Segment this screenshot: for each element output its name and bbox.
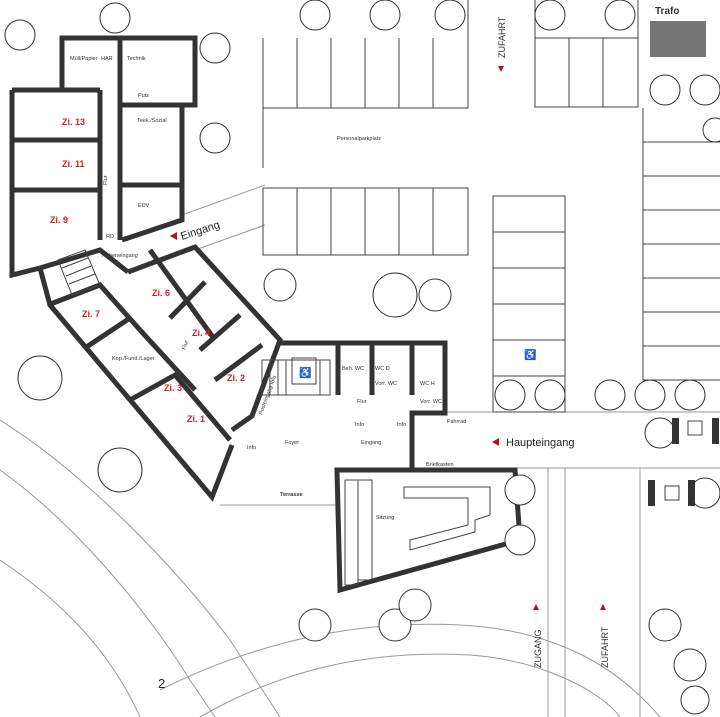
benches [648, 418, 719, 506]
eingang-label: Eingang [179, 219, 221, 243]
room-label-sitzung: Sitzung [376, 515, 394, 521]
room-label-putz: Putz [138, 93, 149, 99]
zugang-label: ZUGANG [533, 629, 543, 668]
room-label-rd: RD [106, 234, 114, 240]
room-label-foyer: Foyer [285, 440, 299, 446]
zufahrt-top-arrow [498, 66, 504, 72]
room-label-fahrrad: Fahrrad [447, 419, 466, 425]
room-label-edv: EDV [138, 203, 150, 209]
parking-personal [262, 0, 469, 256]
trafo-block [650, 21, 706, 57]
room-label-beh-wc: Beh. WC [342, 366, 364, 372]
room-label-nebeneingang: Nebeneingang [102, 253, 138, 259]
room-label-zi1: Zi. 1 [187, 414, 205, 424]
room-label-teek: Teek./Sozial [137, 118, 167, 124]
room-label-zi4: Zi. 4 [192, 328, 210, 338]
room-label-flur-wing: Flur [181, 340, 190, 351]
room-label-flur-west: Flur [103, 175, 109, 185]
room-label-flur-core: Flur [357, 399, 367, 405]
zufahrt-top-label: ZUFAHRT [497, 16, 507, 58]
room-label-vorr-wc2: Vorr. WC [420, 399, 442, 405]
haupteingang-label: Haupteingang [506, 437, 575, 449]
room-label-zi9: Zi. 9 [50, 215, 68, 225]
room-label-zi13: Zi. 13 [62, 117, 85, 127]
room-label-technik: Technik [127, 56, 146, 62]
stairs: ♿ [57, 249, 331, 396]
room-label-info2: Info [355, 422, 364, 428]
svg-text:♿: ♿ [524, 348, 536, 361]
room-label-zi11: Zi. 11 [62, 159, 85, 169]
section-marker: 2 [158, 676, 165, 691]
haupteingang-arrow [492, 438, 499, 446]
eingang-arrow [170, 232, 177, 240]
room-label-info1: Info [247, 445, 256, 451]
zugang-arrow [533, 604, 539, 610]
room-label-zi2: Zi. 2 [227, 373, 245, 383]
room-label-har: HAR [101, 56, 113, 62]
room-label-briefkasten: Briefkasten [426, 462, 454, 468]
parking-east: ♿ [492, 0, 720, 413]
trees [4, 0, 720, 715]
room-label-zi3: Zi. 3 [164, 383, 182, 393]
room-label-muell: Müll/Papier [70, 56, 98, 62]
trafo-label: Trafo [655, 6, 679, 17]
room-label-zi7: Zi. 7 [82, 309, 100, 319]
building-walls [9, 35, 523, 594]
meeting-tables [344, 479, 491, 586]
room-label-vorr-wc1: Vorr. WC [375, 381, 397, 387]
room-label-wc-d: WC D [375, 366, 390, 372]
terrain-lines [0, 184, 720, 717]
room-labels: Müll/Papier HAR Technik Putz Teek./Sozia… [50, 56, 466, 521]
svg-text:♿: ♿ [299, 366, 311, 379]
personalparkplatz-label: Personalparkplatz [337, 136, 381, 142]
room-label-eingang-room: Eingang [361, 440, 381, 446]
room-label-kop: Kop./Fund./Lager [112, 356, 155, 362]
room-label-wc-h: WC H [420, 381, 435, 387]
room-label-terrasse: Terrasse [280, 492, 303, 498]
zufahrt-bottom-arrow [600, 604, 606, 610]
room-label-info3: Info [397, 422, 406, 428]
room-label-zi6: Zi. 6 [152, 288, 170, 298]
zufahrt-bottom-label: ZUFAHRT [600, 626, 610, 668]
